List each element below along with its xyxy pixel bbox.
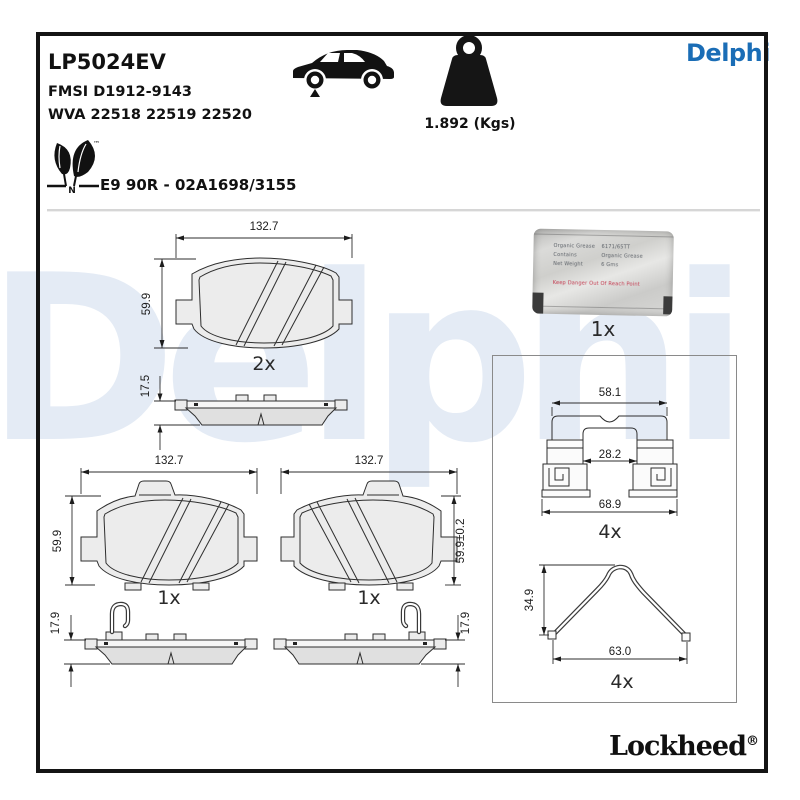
trademark-symbol: ™: [93, 140, 100, 148]
sachet-seam: [532, 305, 673, 310]
part-number: LP5024EV: [48, 50, 166, 74]
quantity-label: 2x: [252, 353, 275, 375]
quantity-label: 1x: [357, 587, 380, 609]
quantity-label: 1x: [157, 587, 180, 609]
dim-height-label: 59.9: [141, 293, 153, 315]
dim-thickness-label: 17.5: [140, 375, 152, 397]
pad-right-front-drawing: 132.7 59.9±0.2 1x: [280, 455, 467, 609]
homologation-number: E9 90R - 02A1698/3155: [100, 176, 297, 194]
dim-top-label: 58.1: [599, 387, 621, 399]
dim-width-label: 63.0: [609, 646, 631, 658]
pad-left-front-drawing: 132.7 59.9 1x: [52, 455, 258, 609]
fitting-kit-box: 58.1 28.2 68.: [492, 355, 737, 703]
pad-set-front-drawing: 132.7 59.9 2x: [141, 221, 353, 375]
front-axle-arrow-icon: [310, 89, 320, 97]
pad-right-profile-drawing: 17.9: [273, 583, 472, 687]
lockheed-logo: Lockheed®: [608, 731, 759, 762]
dim-thickness-label: 17.9: [50, 612, 62, 634]
sachet-corner-mark: [532, 292, 544, 314]
spring-clip-drawing: 34.9 63.0 4x: [524, 564, 691, 693]
car-silhouette-icon: [293, 50, 394, 97]
dim-width-label: 132.7: [355, 455, 384, 467]
registered-symbol: ®: [746, 734, 759, 749]
dim-width-label: 132.7: [250, 221, 279, 233]
dim-inner-label: 28.2: [599, 449, 621, 461]
dim-height-label: 59.9±0.2: [455, 519, 467, 564]
dim-height-label: 59.9: [52, 530, 64, 552]
retainer-clip-drawing: 58.1 28.2 68.: [541, 387, 678, 543]
sachet-corner-mark: [663, 296, 673, 315]
sachet-quantity-label: 1x: [590, 317, 616, 341]
quantity-label: 4x: [610, 671, 633, 693]
eco-letter: N: [68, 186, 76, 196]
dim-bottom-label: 68.9: [599, 499, 621, 511]
section-divider: [47, 209, 760, 212]
fmsi-reference: FMSI D1912-9143: [48, 84, 192, 100]
weight-value: 1.892 (Kgs): [424, 116, 516, 132]
dim-width-label: 132.7: [155, 455, 184, 467]
delphi-logo: Delphi: [686, 39, 770, 67]
pad-set-profile-drawing: 17.5: [140, 375, 348, 450]
dim-height-label: 34.9: [524, 589, 536, 611]
weight-icon: [440, 35, 498, 106]
wva-reference: WVA 22518 22519 22520: [48, 107, 252, 123]
eco-leaf-icon: N ™: [47, 140, 100, 196]
dim-thickness-label: 17.9: [460, 612, 472, 634]
pad-left-profile-drawing: 17.9: [50, 583, 258, 687]
sachet-seam: [533, 233, 674, 238]
sachet-warning-text: Keep Danger Out Of Reach Point: [552, 279, 641, 288]
quantity-label: 4x: [598, 521, 621, 543]
